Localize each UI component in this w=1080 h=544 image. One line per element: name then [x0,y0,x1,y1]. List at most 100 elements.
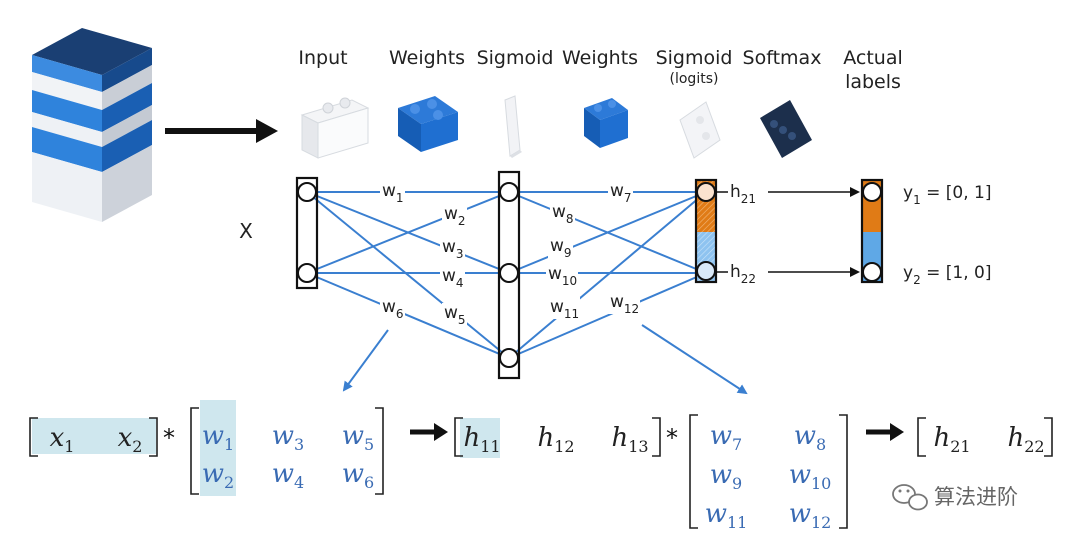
h-vector-close-bracket [652,417,661,457]
arrow-to-matrix2 [641,324,748,395]
w2-matrix-w8: w8 [794,421,826,454]
hidden-node-3 [499,348,519,368]
tensor-stack-icon [32,28,152,222]
h-vector-highlight [460,418,500,458]
weight-label-bg [548,236,573,258]
weight-label-w7: w7 [610,181,632,205]
arrow-to-matrix1 [342,329,389,392]
hidden-node-1 [499,182,519,202]
weight-labels: w1 w2 w3 w4 w5 w6 w7 w8 w9 w10 w11 w12 [380,181,640,327]
white-plate-icon [679,101,721,159]
w1-close-bracket [375,407,384,495]
x-vector-open-bracket [29,417,38,457]
weight-label-w12: w12 [610,292,639,316]
weight-label-bg [550,202,575,224]
multiply-op-1: * [163,424,175,452]
multiply-op-2: * [666,424,678,452]
h-vector-h11: h11 [463,423,500,456]
header-actual: Actual [843,47,903,69]
label-values: y1 = [0, 1] y2 = [1, 0] [903,183,991,287]
thin-white-brick-icon [504,95,522,158]
weight-label-bg [442,303,467,325]
watermark-text: 算法进阶 [934,485,1018,509]
wechat-icon [892,484,928,511]
big-arrow-icon [165,119,278,143]
label-node-1 [862,182,882,202]
out-vector-h22: h22 [1007,423,1044,456]
w2-matrix-w9: w9 [710,460,742,493]
header-weights-1: Weights [389,47,465,69]
w2-open-bracket [689,414,698,529]
weight-label-w2: w2 [444,204,466,228]
output-node-1 [696,182,716,202]
header-softmax: Softmax [743,47,822,69]
label-node-2 [862,262,882,282]
output-node-2 [696,261,716,281]
hidden-layer-box [497,170,521,380]
hidden-output-labels: h21 h22 [715,182,756,286]
w1-open-bracket [190,407,199,495]
x-label: X [239,219,253,243]
edges-layer2 [508,191,707,359]
output-label-h21: h21 [730,182,756,206]
weight-label-w5: w5 [444,303,466,327]
weight-label-bg [442,204,467,226]
out-vector-h21: h21 [933,423,970,456]
watermark: 算法进阶 [892,484,1018,511]
w1-matrix-w2: w2 [202,459,234,492]
w2-close-bracket [839,414,848,529]
weight-label-bg [548,297,580,319]
h-vector-h12: h12 [537,423,574,456]
out-vector-open-bracket [917,417,926,457]
header-sigmoid: Sigmoid [477,47,554,69]
weight-label-w10: w10 [548,264,577,288]
w1-matrix-w3: w3 [272,421,304,454]
w1-column-highlight [200,400,236,496]
h-vector-open-bracket [454,417,463,457]
header-input: Input [298,47,347,69]
input-node-2 [297,263,317,283]
weight-label-bg [608,181,633,203]
dark-plate-icon [760,100,812,158]
input-node-1 [297,182,317,202]
x-vector-close-bracket [149,417,158,457]
weight-label-bg [440,237,465,259]
h-vector-h13: h13 [611,423,648,456]
hidden-node-2 [499,263,519,283]
weight-label-w6: w6 [382,297,404,321]
actual-label-y1: y1 = [0, 1] [903,183,991,207]
weight-label-w8: w8 [552,202,574,226]
w2-matrix-w7: w7 [710,421,742,454]
out-vector-close-bracket [1044,417,1053,457]
w1-matrix-w5: w5 [342,421,374,454]
x-vector-highlight [32,418,156,454]
header-labels: labels [845,71,901,93]
output-label-h22: h22 [730,262,756,286]
input-layer-box [295,176,319,290]
w2-matrix-w12: w12 [789,499,832,532]
header-weights-2: Weights [562,47,638,69]
w1-matrix-w1: w1 [202,421,234,454]
equation-arrow-1 [410,423,448,441]
header-logits-note: (logits) [670,71,719,87]
equation-arrow-2 [866,423,904,441]
weight-label-bg [608,292,640,314]
weight-label-w4: w4 [442,266,464,290]
weight-label-w11: w11 [550,297,579,321]
w1-matrix-w4: w4 [272,459,304,492]
actual-label-y2: y2 = [1, 0] [903,263,991,287]
x-vector-x2: x2 [118,423,143,456]
white-brick-icon [300,97,370,159]
small-blue-brick-icon [584,98,628,148]
weight-label-w1: w1 [382,181,404,205]
weight-label-bg [380,181,405,203]
weight-label-w9: w9 [550,236,572,260]
weight-label-w3: w3 [442,237,464,261]
weight-label-bg [380,297,405,319]
weight-label-bg [546,264,578,286]
w1-matrix-w6: w6 [342,459,374,492]
header-sigmoid-logits: Sigmoid [656,47,733,69]
x-vector-x1: x1 [50,423,75,456]
